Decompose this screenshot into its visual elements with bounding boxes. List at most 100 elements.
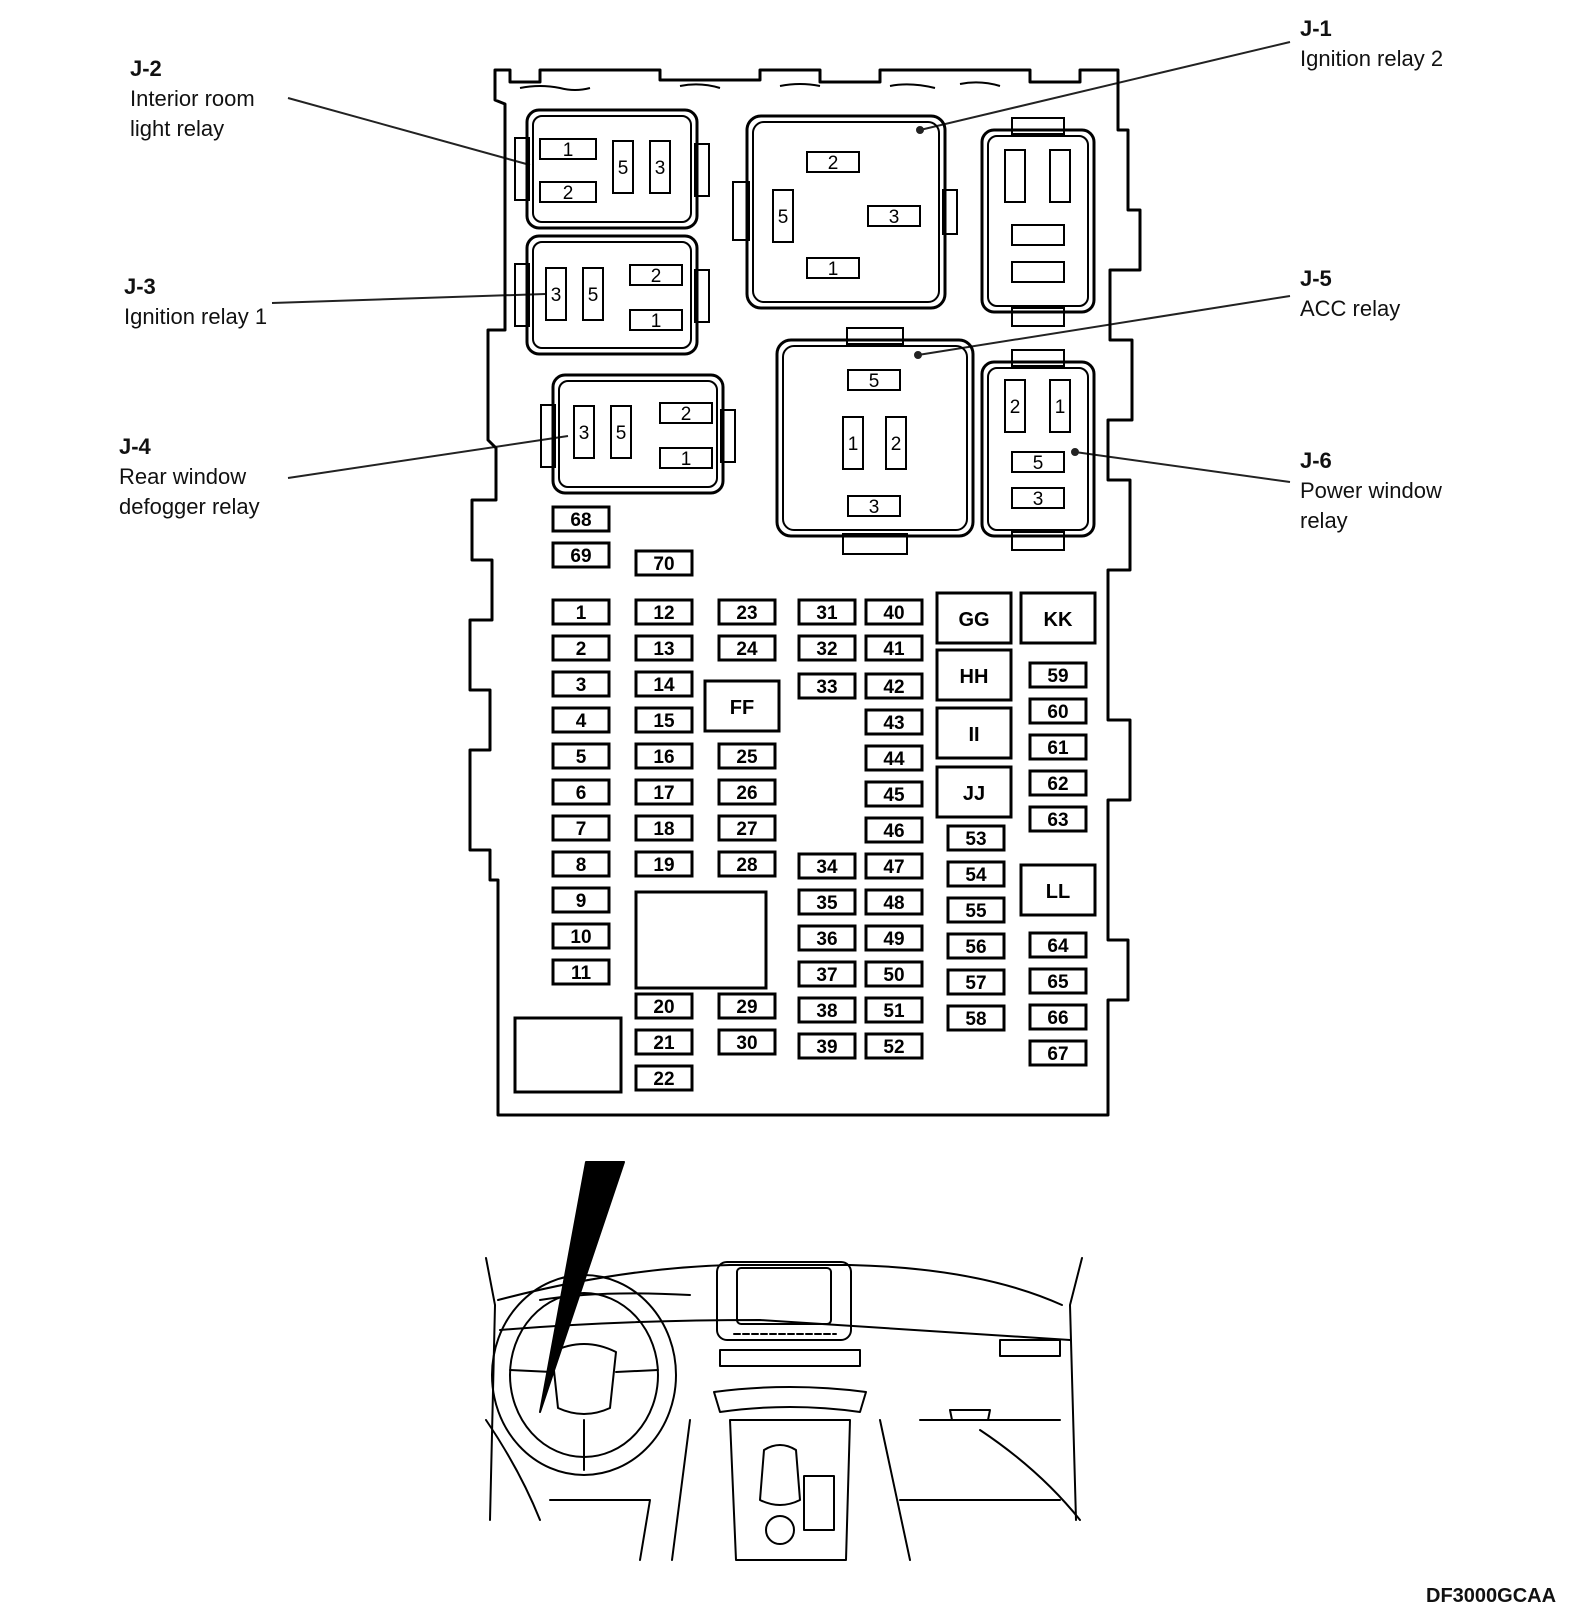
fuse-box-67 — [1028, 1039, 1088, 1067]
fuse-box-53 — [946, 824, 1006, 852]
fuse-12: 12 — [634, 598, 694, 626]
fuse-box-38 — [797, 996, 857, 1024]
fuse-35: 35 — [797, 888, 857, 916]
relay-j4-pin-label-3: 3 — [579, 423, 590, 444]
fuse-29: 29 — [717, 992, 777, 1020]
fuse-box-19 — [634, 850, 694, 878]
callout-j4: J-4 Rear window defogger relay — [119, 432, 260, 522]
relay-j3-pin-label-3: 3 — [551, 285, 562, 306]
fuse-box-42 — [864, 672, 924, 700]
fuse-label-15: 15 — [653, 711, 675, 732]
leader-j4 — [287, 435, 569, 479]
fuse-label-30: 30 — [736, 1033, 757, 1054]
fuse-label-63: 63 — [1047, 810, 1068, 831]
fuse-box-50 — [864, 960, 924, 988]
fuse-box-68 — [551, 505, 611, 533]
large-fuse-box-ll — [1019, 863, 1097, 917]
fuse-box-36 — [797, 924, 857, 952]
fuse-60: 60 — [1028, 697, 1088, 725]
steering-wheel-spokes — [509, 1369, 659, 1471]
fuse-box-37 — [797, 960, 857, 988]
fuse-label-55: 55 — [965, 901, 987, 922]
fuse-box-21 — [634, 1028, 694, 1056]
callout-j2-name-line1: Interior room — [130, 86, 255, 111]
console-switch-panel — [803, 1475, 835, 1531]
leader-j6 — [1074, 451, 1291, 483]
relay-j6-pin-label-5: 5 — [1033, 453, 1044, 474]
relay-j2-pin-label-1: 1 — [563, 140, 574, 161]
fuse-box-body — [468, 68, 1142, 1117]
callout-j1: J-1 Ignition relay 2 — [1300, 14, 1443, 74]
relay-spare-clip-top — [1011, 117, 1065, 135]
fuse-label-36: 36 — [816, 929, 837, 950]
fuse-box-23 — [717, 598, 777, 626]
relay-j1-clip-left — [732, 181, 750, 241]
relay-j2-pin-label-2: 2 — [563, 183, 574, 204]
relay-j5-pin-box-2 — [885, 416, 907, 470]
fuse-box-43 — [864, 708, 924, 736]
fuse-box-13 — [634, 634, 694, 662]
callout-j6: J-6 Power window relay — [1300, 446, 1442, 536]
steering-wheel-hub — [551, 1343, 617, 1415]
relay-j4-inner — [558, 380, 718, 488]
fuse-label-27: 27 — [736, 819, 757, 840]
fuse-15: 15 — [634, 706, 694, 734]
glovebox — [919, 1409, 1061, 1421]
fuse-label-32: 32 — [816, 639, 837, 660]
fuse-22: 22 — [634, 1064, 694, 1092]
large-fuse-box-ff — [703, 679, 781, 733]
relay-j2-housing — [525, 108, 699, 230]
callout-j2: J-2 Interior room light relay — [130, 54, 255, 144]
fuse-box-54 — [946, 860, 1006, 888]
fuse-label-69: 69 — [570, 546, 591, 567]
fuse-box-49 — [864, 924, 924, 952]
callout-j3: J-3 Ignition relay 1 — [124, 272, 267, 332]
fuse-label-56: 56 — [965, 937, 986, 958]
fuse-43: 43 — [864, 708, 924, 736]
relay-j5-inner — [782, 345, 968, 531]
fuse-label-58: 58 — [965, 1009, 986, 1030]
leader-j1 — [919, 41, 1291, 131]
relay-j3-pin-box-5 — [582, 267, 604, 321]
leader-j5 — [917, 295, 1291, 356]
relay-j1-pin-box-5 — [772, 189, 794, 243]
fuse-18: 18 — [634, 814, 694, 842]
fuse-box-11 — [551, 958, 611, 986]
large-fuse-label-hh: HH — [960, 666, 989, 688]
callout-j1-id: J-1 — [1300, 16, 1332, 41]
fuse-44: 44 — [864, 744, 924, 772]
relay-j1-pin-label-2: 2 — [828, 153, 839, 174]
relay-j6-housing — [980, 360, 1096, 538]
relay-j6-inner — [987, 367, 1089, 531]
relay-j1-pin-box-3 — [867, 205, 921, 227]
fuse-label-23: 23 — [736, 603, 757, 624]
relay-j3-pin-box-2 — [629, 264, 683, 286]
fuse-53: 53 — [946, 824, 1006, 852]
fuse-label-20: 20 — [653, 997, 674, 1018]
fuse-21: 21 — [634, 1028, 694, 1056]
large-fuse-label-ii: II — [968, 724, 979, 746]
fuse-9: 9 — [551, 886, 611, 914]
fuse-box-63 — [1028, 805, 1088, 833]
fuse-box-34 — [797, 852, 857, 880]
relay-j6-pin-label-2: 2 — [1010, 397, 1021, 418]
fuse-41: 41 — [864, 634, 924, 662]
large-fuse-label-kk: KK — [1044, 609, 1073, 631]
leader-j6-dot — [1071, 448, 1079, 456]
fuse-19: 19 — [634, 850, 694, 878]
relay-j2-pin-box-1 — [539, 138, 597, 160]
fuse-box-24 — [717, 634, 777, 662]
fuse-27: 27 — [717, 814, 777, 842]
fuse-34: 34 — [797, 852, 857, 880]
relay-j1-pin-label-1: 1 — [828, 259, 839, 280]
figure-code: DF3000GCAA — [1426, 1585, 1557, 1607]
fuse-box-18 — [634, 814, 694, 842]
relay-housings — [514, 108, 1096, 555]
fuse-47: 47 — [864, 852, 924, 880]
fuse-label-17: 17 — [653, 783, 674, 804]
fuse-6: 6 — [551, 778, 611, 806]
relay-j3-pin-label-1: 1 — [651, 311, 662, 332]
fuse-24: 24 — [717, 634, 777, 662]
large-fuse-box-gg — [935, 591, 1013, 645]
fuse-63: 63 — [1028, 805, 1088, 833]
